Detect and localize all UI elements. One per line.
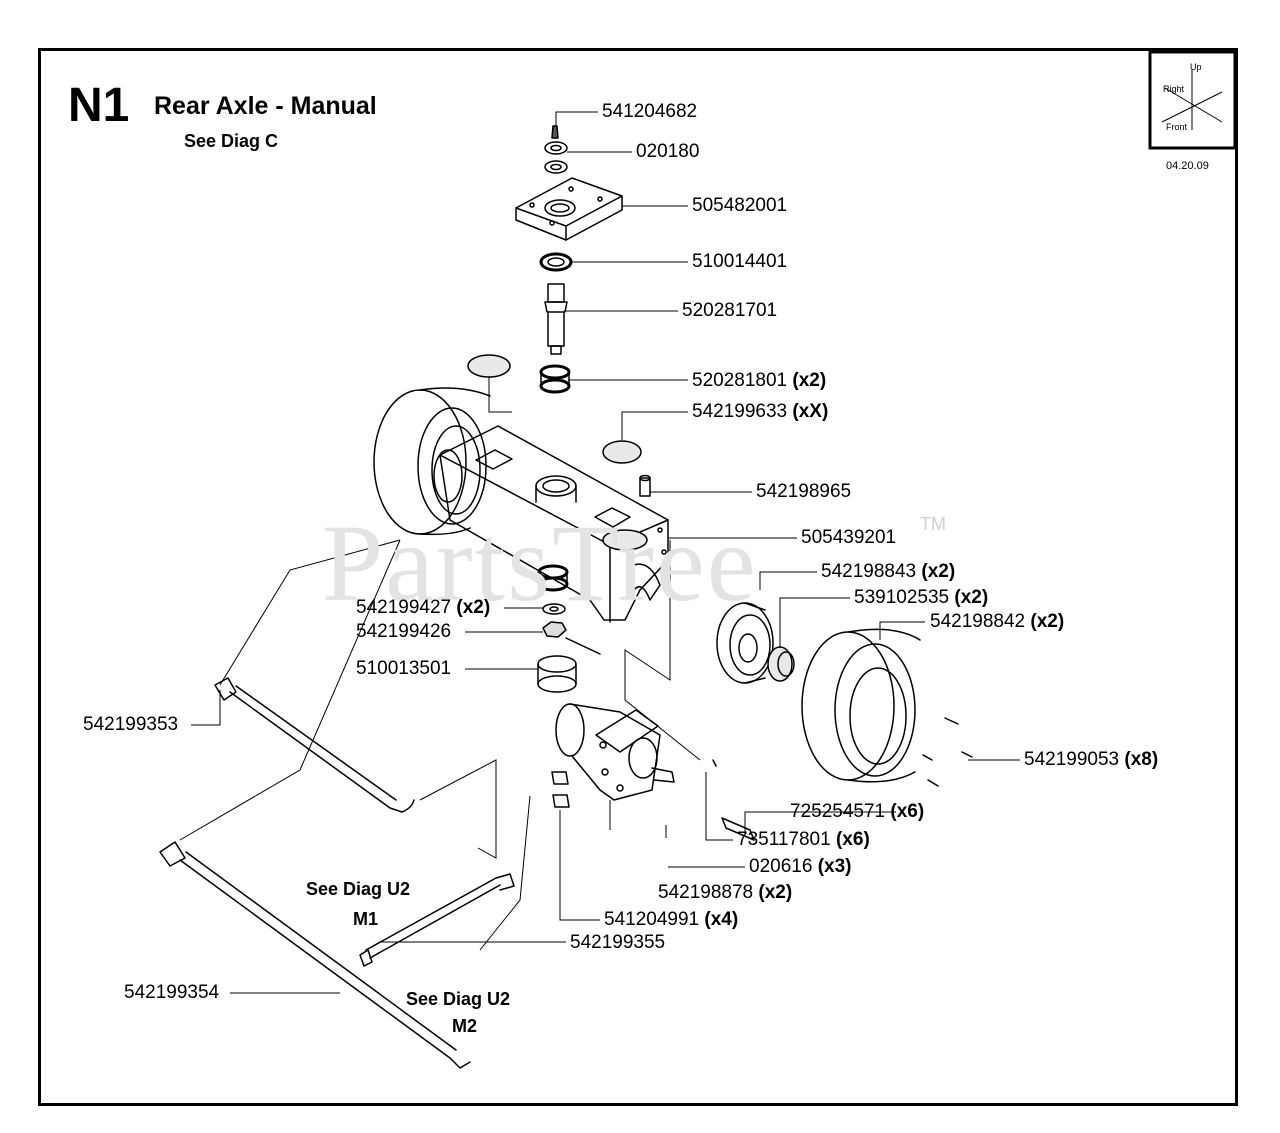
part-callout[interactable]: 505482001	[692, 195, 788, 216]
hose-542199353-shape	[214, 677, 415, 813]
diagram-frame	[38, 48, 1238, 1106]
part-callout[interactable]: 020616 (x3)	[749, 856, 852, 877]
diagram-title: Rear Axle - Manual	[154, 92, 377, 120]
nut-542199426-shape	[542, 621, 601, 655]
wheel-motor-shape	[555, 703, 675, 801]
revision-date: 04.20.09	[1166, 160, 1209, 172]
part-callout[interactable]: 510014401	[692, 251, 788, 272]
part-callout[interactable]: 505439201	[801, 527, 897, 548]
right-wheel-542198842-shape	[801, 628, 921, 783]
part-callout[interactable]: 541204991 (x4)	[604, 909, 739, 930]
pin-542198965-shape	[639, 474, 651, 497]
part-callout[interactable]: 542198878 (x2)	[658, 882, 793, 903]
part-callout[interactable]: 541204682	[602, 101, 698, 122]
hose-542199354-shape	[159, 841, 471, 1069]
seal-510013501-shape	[537, 655, 577, 693]
part-callout[interactable]: 542199633 (xX)	[692, 401, 829, 422]
axle-housing-505439201-shape	[439, 425, 669, 623]
part-callout[interactable]: 542198965	[756, 481, 852, 502]
compass-right-label: Right	[1163, 84, 1185, 94]
part-callout[interactable]: 542199355	[570, 932, 666, 953]
part-callout[interactable]: 539102535 (x2)	[854, 587, 989, 608]
part-callout[interactable]: 542199353	[83, 714, 179, 735]
lug-bolts-542199053-shape	[922, 717, 973, 787]
see-diag-u2-m2-line2: M2	[452, 1016, 478, 1036]
washer-020180-shape	[544, 141, 568, 174]
part-callout[interactable]: 020180	[636, 141, 700, 162]
shaft-520281701-shape	[544, 283, 568, 355]
motor-bolts-shape	[712, 759, 755, 841]
part-callout[interactable]: 510013501	[356, 658, 452, 679]
part-callout[interactable]: 542199053 (x8)	[1024, 749, 1159, 770]
see-diag-c-reference: See Diag C	[184, 131, 279, 151]
part-callout[interactable]: 735117801 (x6)	[737, 829, 870, 850]
bearing-510014401-shape	[539, 252, 573, 272]
left-wheel-shape	[373, 387, 491, 536]
part-callout[interactable]: 542198842 (x2)	[930, 611, 1065, 632]
see-diag-u2-m1-line1: See Diag U2	[306, 879, 411, 899]
fittings-541204991-shape	[551, 771, 570, 808]
cap-542199633-shape	[467, 354, 642, 464]
diagram-code: N1	[68, 79, 130, 132]
see-diag-u2-m2-line1: See Diag U2	[406, 989, 511, 1009]
hub-542198843-shape	[716, 602, 774, 684]
lower-bearing-shape	[537, 564, 569, 592]
grease-fitting-shape	[551, 125, 559, 139]
bearing-housing-505482001-shape	[515, 177, 623, 241]
leader-lines	[179, 111, 1020, 994]
seal-539102535-shape	[767, 646, 795, 682]
washer-542199427-shape	[542, 603, 566, 615]
trademark-mark: TM	[920, 514, 946, 534]
part-callout[interactable]: 520281801 (x2)	[692, 370, 827, 391]
compass-front-label: Front	[1166, 122, 1188, 132]
part-callout[interactable]: 725254571 (x6)	[790, 801, 925, 822]
part-callout[interactable]: 542199354	[124, 982, 220, 1003]
hose-542199355-shape	[359, 873, 515, 967]
part-callout[interactable]: 542198843 (x2)	[821, 561, 956, 582]
orientation-compass-icon	[1148, 50, 1237, 150]
part-callout[interactable]: 542199426	[356, 621, 452, 642]
partstree-watermark: PartsTree	[322, 502, 758, 624]
part-callout[interactable]: 542199427 (x2)	[356, 597, 491, 618]
compass-up-label: Up	[1190, 62, 1202, 72]
see-diag-u2-m1-line2: M1	[353, 909, 379, 929]
bushing-520281801-shape	[539, 364, 571, 394]
part-callout[interactable]: 520281701	[682, 300, 778, 321]
